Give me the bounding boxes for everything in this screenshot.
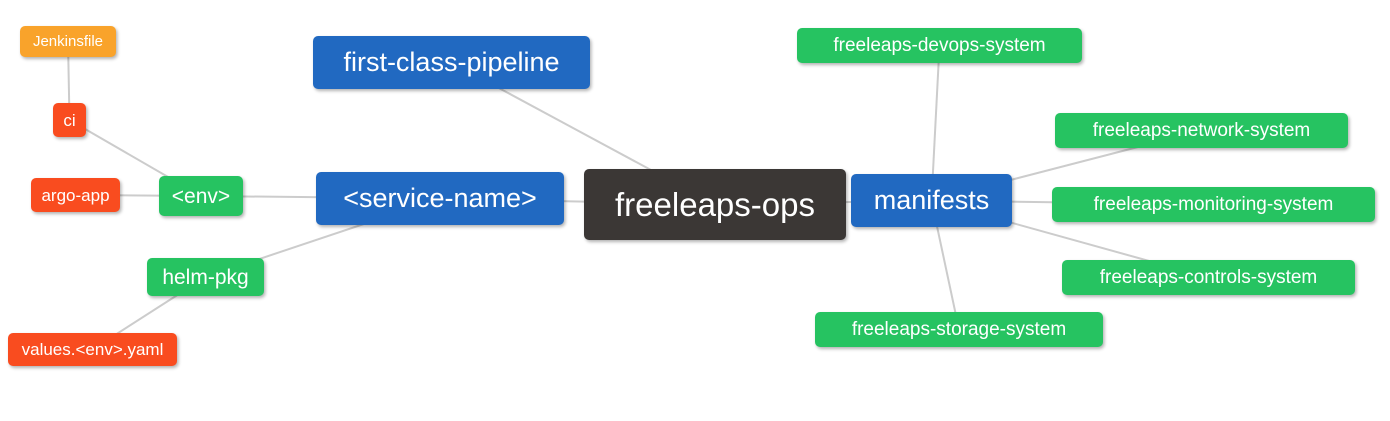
node-jenkinsfile[interactable]: Jenkinsfile — [20, 26, 116, 57]
node-manifests[interactable]: manifests — [851, 174, 1012, 227]
node-freeleaps-ops[interactable]: freeleaps-ops — [584, 169, 846, 240]
node-ci[interactable]: ci — [53, 103, 86, 137]
node-env[interactable]: <env> — [159, 176, 243, 216]
node-service-name[interactable]: <service-name> — [316, 172, 564, 225]
node-storage-system[interactable]: freeleaps-storage-system — [815, 312, 1103, 347]
node-network-system[interactable]: freeleaps-network-system — [1055, 113, 1348, 148]
node-devops-system[interactable]: freeleaps-devops-system — [797, 28, 1082, 63]
node-monitoring-system[interactable]: freeleaps-monitoring-system — [1052, 187, 1375, 222]
node-values-env-yaml[interactable]: values.<env>.yaml — [8, 333, 177, 366]
node-helm-pkg[interactable]: helm-pkg — [147, 258, 264, 296]
node-first-class-pipeline[interactable]: first-class-pipeline — [313, 36, 590, 89]
node-argo-app[interactable]: argo-app — [31, 178, 120, 212]
node-controls-system[interactable]: freeleaps-controls-system — [1062, 260, 1355, 295]
